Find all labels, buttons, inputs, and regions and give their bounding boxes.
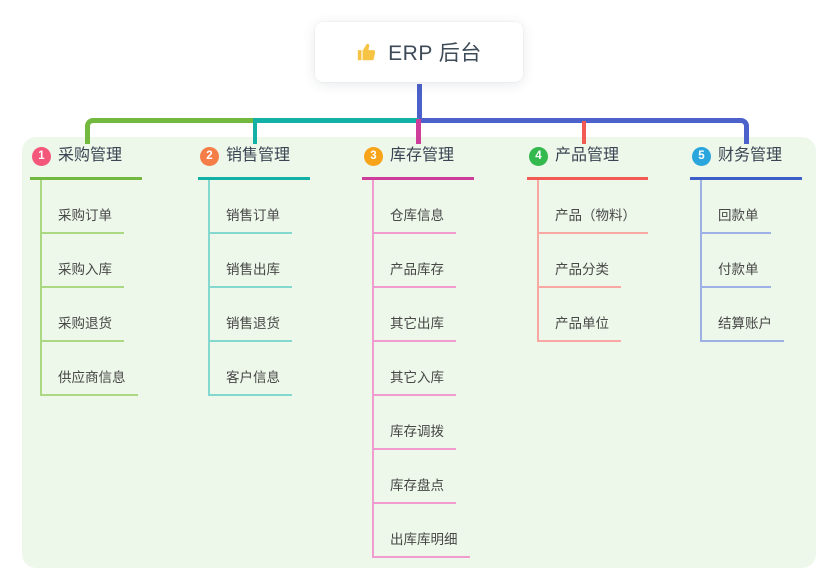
children-sales: 销售订单 销售出库 销售退货 客户信息 [208,180,292,396]
badge-number: 5 [692,146,711,166]
topic-label: 财务管理 [718,147,783,164]
child-label: 供应商信息 [40,368,138,396]
branches-background-panel [22,137,816,568]
child-node[interactable]: 付款单 [700,234,784,288]
topic-purchase[interactable]: 1 采购管理 [30,145,142,180]
child-label: 库存盘点 [372,476,456,504]
child-node[interactable]: 销售退货 [208,288,292,342]
child-label: 采购订单 [40,206,124,234]
child-node[interactable]: 产品分类 [537,234,648,288]
root-connector-line [417,84,422,121]
child-node[interactable]: 出库库明细 [372,504,470,558]
branch-purchase: 1 采购管理 采购订单 采购入库 采购退货 供应商信息 [30,145,142,396]
child-node[interactable]: 采购订单 [40,180,138,234]
child-label: 客户信息 [208,368,292,396]
child-label: 出库库明细 [372,530,470,558]
badge-number: 4 [529,146,548,166]
child-node[interactable]: 采购退货 [40,288,138,342]
branch-sales: 2 销售管理 销售订单 销售出库 销售退货 客户信息 [198,145,310,396]
drop-connector-inventory [416,119,421,144]
child-label: 库存调拨 [372,422,456,450]
child-label: 付款单 [700,260,771,288]
child-label: 产品库存 [372,260,456,288]
child-label: 销售订单 [208,206,292,234]
branch-product: 4 产品管理 产品（物料） 产品分类 产品单位 [527,145,648,342]
children-product: 产品（物料） 产品分类 产品单位 [537,180,648,342]
badge-number: 1 [32,146,51,166]
topic-label: 采购管理 [58,147,123,164]
branch-finance: 5 财务管理 回款单 付款单 结算账户 [690,145,802,342]
topic-sales[interactable]: 2 销售管理 [198,145,310,180]
branch-inventory: 3 库存管理 仓库信息 产品库存 其它出库 其它入库 库存调拨 库存盘点 出库库… [362,145,474,558]
child-label: 销售退货 [208,314,292,342]
child-node[interactable]: 采购入库 [40,234,138,288]
child-node[interactable]: 销售出库 [208,234,292,288]
bus-connector-mid [253,118,419,123]
child-node[interactable]: 库存调拨 [372,396,470,450]
children-purchase: 采购订单 采购入库 采购退货 供应商信息 [40,180,138,396]
topic-product[interactable]: 4 产品管理 [527,145,648,180]
topic-inventory[interactable]: 3 库存管理 [362,145,474,180]
topic-finance[interactable]: 5 财务管理 [690,145,802,180]
badge-number: 2 [200,146,219,166]
child-node[interactable]: 产品单位 [537,288,648,342]
child-node[interactable]: 供应商信息 [40,342,138,396]
child-node[interactable]: 其它入库 [372,342,470,396]
drop-connector-product [582,121,586,144]
child-node[interactable]: 回款单 [700,180,784,234]
child-node[interactable]: 销售订单 [208,180,292,234]
child-label: 产品分类 [537,260,621,288]
child-label: 其它入库 [372,368,456,396]
bus-connector-left [85,118,253,144]
children-finance: 回款单 付款单 结算账户 [700,180,784,342]
thumbs-up-icon [356,41,378,63]
child-node[interactable]: 仓库信息 [372,180,470,234]
topic-label: 销售管理 [226,147,291,164]
child-label: 产品（物料） [537,206,648,234]
badge-number: 3 [364,146,383,166]
topic-label: 产品管理 [555,147,620,164]
child-label: 采购退货 [40,314,124,342]
child-node[interactable]: 结算账户 [700,288,784,342]
topic-label: 库存管理 [390,147,455,164]
child-node[interactable]: 库存盘点 [372,450,470,504]
child-node[interactable]: 客户信息 [208,342,292,396]
child-label: 产品单位 [537,314,621,342]
root-title: ERP 后台 [388,42,482,65]
drop-connector-sales [253,121,257,144]
child-node[interactable]: 产品（物料） [537,180,648,234]
child-label: 仓库信息 [372,206,456,234]
child-node[interactable]: 产品库存 [372,234,470,288]
child-label: 销售出库 [208,260,292,288]
bus-connector-right [419,118,749,144]
children-inventory: 仓库信息 产品库存 其它出库 其它入库 库存调拨 库存盘点 出库库明细 [372,180,470,558]
child-label: 其它出库 [372,314,456,342]
child-node[interactable]: 其它出库 [372,288,470,342]
child-label: 回款单 [700,206,771,234]
root-node-erp[interactable]: ERP 后台 [315,22,523,82]
child-label: 采购入库 [40,260,124,288]
child-label: 结算账户 [700,314,784,342]
